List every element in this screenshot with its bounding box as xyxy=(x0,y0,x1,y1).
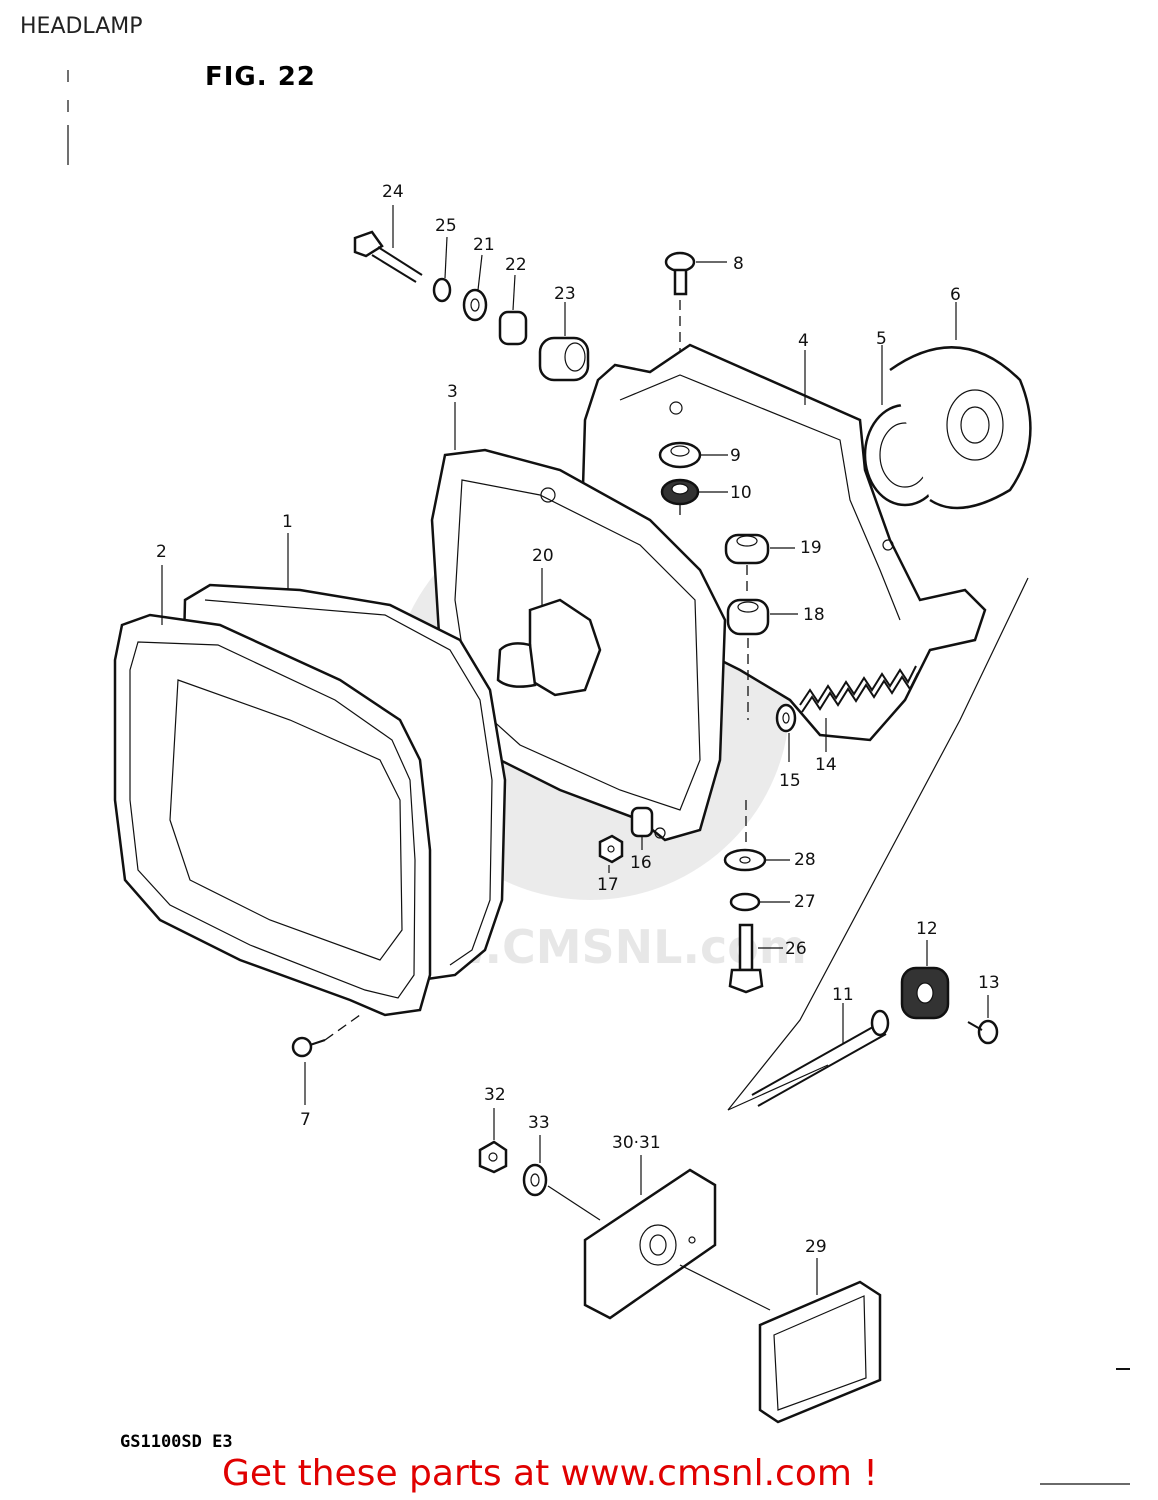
bolt-26 xyxy=(728,923,783,994)
cushion-18 xyxy=(726,598,798,720)
callout-18: 18 xyxy=(803,605,825,625)
adjusting-screw-11 xyxy=(751,1003,890,1107)
callout-6: 6 xyxy=(950,285,961,305)
callout-19: 19 xyxy=(800,538,822,558)
washer-33 xyxy=(522,1135,601,1221)
collar-22 xyxy=(498,274,528,346)
cushion-19 xyxy=(724,533,795,595)
callout-15: 15 xyxy=(779,771,801,791)
washer-28 xyxy=(723,800,790,872)
callout-labels: 1 2 3 4 5 6 7 8 9 10 11 12 13 14 15 16 1… xyxy=(156,182,1000,1257)
callout-28: 28 xyxy=(794,850,816,870)
callout-9: 9 xyxy=(730,446,741,466)
callout-25: 25 xyxy=(435,216,457,236)
rubber-cover-6 xyxy=(889,302,1032,510)
callout-27: 27 xyxy=(794,892,816,912)
callout-17: 17 xyxy=(597,875,619,895)
lock-washer-27 xyxy=(729,892,790,912)
callout-2: 2 xyxy=(156,542,167,562)
callout-14: 14 xyxy=(815,755,837,775)
callout-1: 1 xyxy=(282,512,293,532)
callout-7: 7 xyxy=(300,1110,311,1130)
washer-25 xyxy=(432,236,452,303)
washer-15 xyxy=(775,703,797,762)
screw-17 xyxy=(598,834,624,873)
callout-16: 16 xyxy=(630,853,652,873)
callout-4: 4 xyxy=(798,331,809,351)
callout-13: 13 xyxy=(978,973,1000,993)
washer-21 xyxy=(462,254,488,322)
callout-12: 12 xyxy=(916,919,938,939)
callout-8: 8 xyxy=(733,254,744,274)
callout-20: 20 xyxy=(532,546,554,566)
nut-10 xyxy=(660,478,728,520)
adjusting-knob-12 xyxy=(900,940,950,1020)
callout-24: 24 xyxy=(382,182,404,202)
adjuster-outline xyxy=(727,577,1029,1111)
callout-29: 29 xyxy=(805,1237,827,1257)
callout-32: 32 xyxy=(484,1085,506,1105)
nut-32 xyxy=(478,1108,508,1174)
cushion-9 xyxy=(658,441,728,469)
callout-3: 3 xyxy=(447,382,458,402)
screw-7 xyxy=(291,1036,326,1105)
figure-label: FIG. 22 xyxy=(205,62,316,92)
callout-21: 21 xyxy=(473,235,495,255)
callout-5: 5 xyxy=(876,329,887,349)
callout-10: 10 xyxy=(730,483,752,503)
headlamp-rim-2 xyxy=(113,565,432,1041)
callout-30-31: 30·31 xyxy=(612,1133,661,1153)
page-title: HEADLAMP xyxy=(20,14,143,39)
bolt-24 xyxy=(353,205,423,283)
callout-22: 22 xyxy=(505,255,527,275)
model-code: GS1100SD E3 xyxy=(120,1432,233,1452)
cushion-23 xyxy=(538,302,590,382)
reflector-bracket-30-31 xyxy=(583,1155,771,1320)
reflector-29 xyxy=(758,1258,882,1424)
callout-33: 33 xyxy=(528,1113,550,1133)
get-parts-link[interactable]: Get these parts at www.cmsnl.com ! xyxy=(222,1453,878,1494)
bolt-16 xyxy=(630,806,654,850)
spring-14 xyxy=(799,665,919,752)
bulb-20 xyxy=(496,568,602,697)
callout-23: 23 xyxy=(554,284,576,304)
callout-26: 26 xyxy=(785,939,807,959)
callout-11: 11 xyxy=(832,985,854,1005)
screw-13 xyxy=(967,995,999,1045)
